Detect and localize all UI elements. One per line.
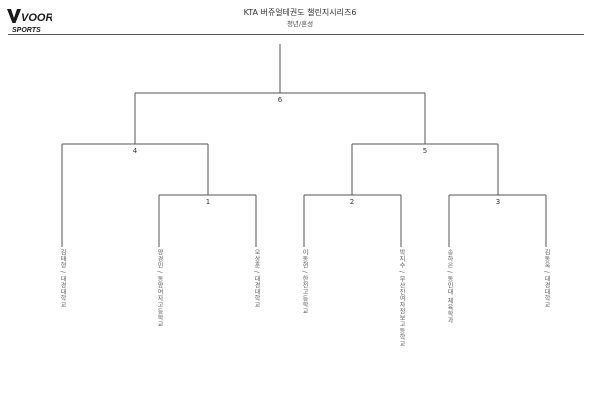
player-slot-1: 김태형 / 대경대학교 — [59, 249, 66, 309]
page-subtitle: 청년/혼성 — [286, 20, 314, 28]
player-slot-4: 이동현 / 한전고등학교 — [301, 249, 308, 315]
match-label-semifinal-left: 4 — [133, 147, 138, 155]
match-label-semifinal-right: 5 — [423, 147, 427, 155]
player-slot-2: 양경민 / 동양여자고등학교 — [156, 249, 163, 328]
match-label-round1-1: 1 — [206, 198, 210, 206]
player-slot-7: 김동욱 / 대경대학교 — [543, 249, 550, 309]
logo-wordmark-top: VOORI — [21, 12, 52, 24]
match-label-round1-2: 2 — [350, 198, 354, 206]
logo-wordmark-bottom: SPORTS — [12, 27, 41, 34]
header-divider — [8, 34, 584, 35]
voori-sports-logo: VOORI SPORTS — [6, 6, 52, 34]
player-slot-3: 오상훈 / 대경대학교 — [253, 249, 260, 309]
player-slot-5: 박지수 / 부산진여자정보고등학교 — [398, 249, 405, 348]
match-label-final: 6 — [278, 96, 283, 104]
player-slot-6: 송하은 / 동인대 체육학과 — [446, 249, 453, 324]
match-label-round1-3: 3 — [496, 198, 500, 206]
page-title: KTA 버쥬얼테권도 챌린지시리즈6 — [243, 8, 357, 17]
logo-graphic: VOORI SPORTS — [7, 9, 52, 34]
